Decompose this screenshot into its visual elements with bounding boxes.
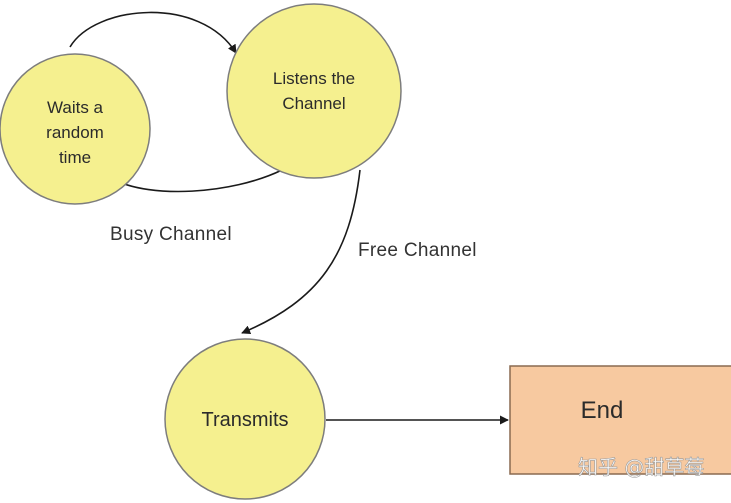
free-channel-label: Free Channel bbox=[358, 240, 477, 261]
end-box: End bbox=[509, 365, 731, 475]
waits-line-2: random bbox=[46, 123, 104, 142]
listens-line-2: Channel bbox=[282, 94, 345, 113]
edge-busy-channel bbox=[114, 169, 283, 193]
waits-line-3: time bbox=[59, 148, 91, 167]
edge-free-channel bbox=[241, 169, 361, 334]
busy-channel-label: Busy Channel bbox=[110, 224, 232, 245]
waits-line-1: Waits a bbox=[47, 98, 104, 117]
watermark-text: 知乎 @甜草莓 bbox=[578, 455, 704, 479]
state-waits-random-time: Waits a random time bbox=[0, 53, 151, 205]
edge-waits-to-listens bbox=[69, 11, 237, 54]
state-listens-channel: Listens the Channel bbox=[226, 3, 402, 179]
state-transmits: Transmits bbox=[164, 338, 326, 500]
transmits-label: Transmits bbox=[201, 409, 288, 431]
end-label: End bbox=[581, 397, 624, 424]
listens-line-1: Listens the bbox=[273, 69, 355, 88]
